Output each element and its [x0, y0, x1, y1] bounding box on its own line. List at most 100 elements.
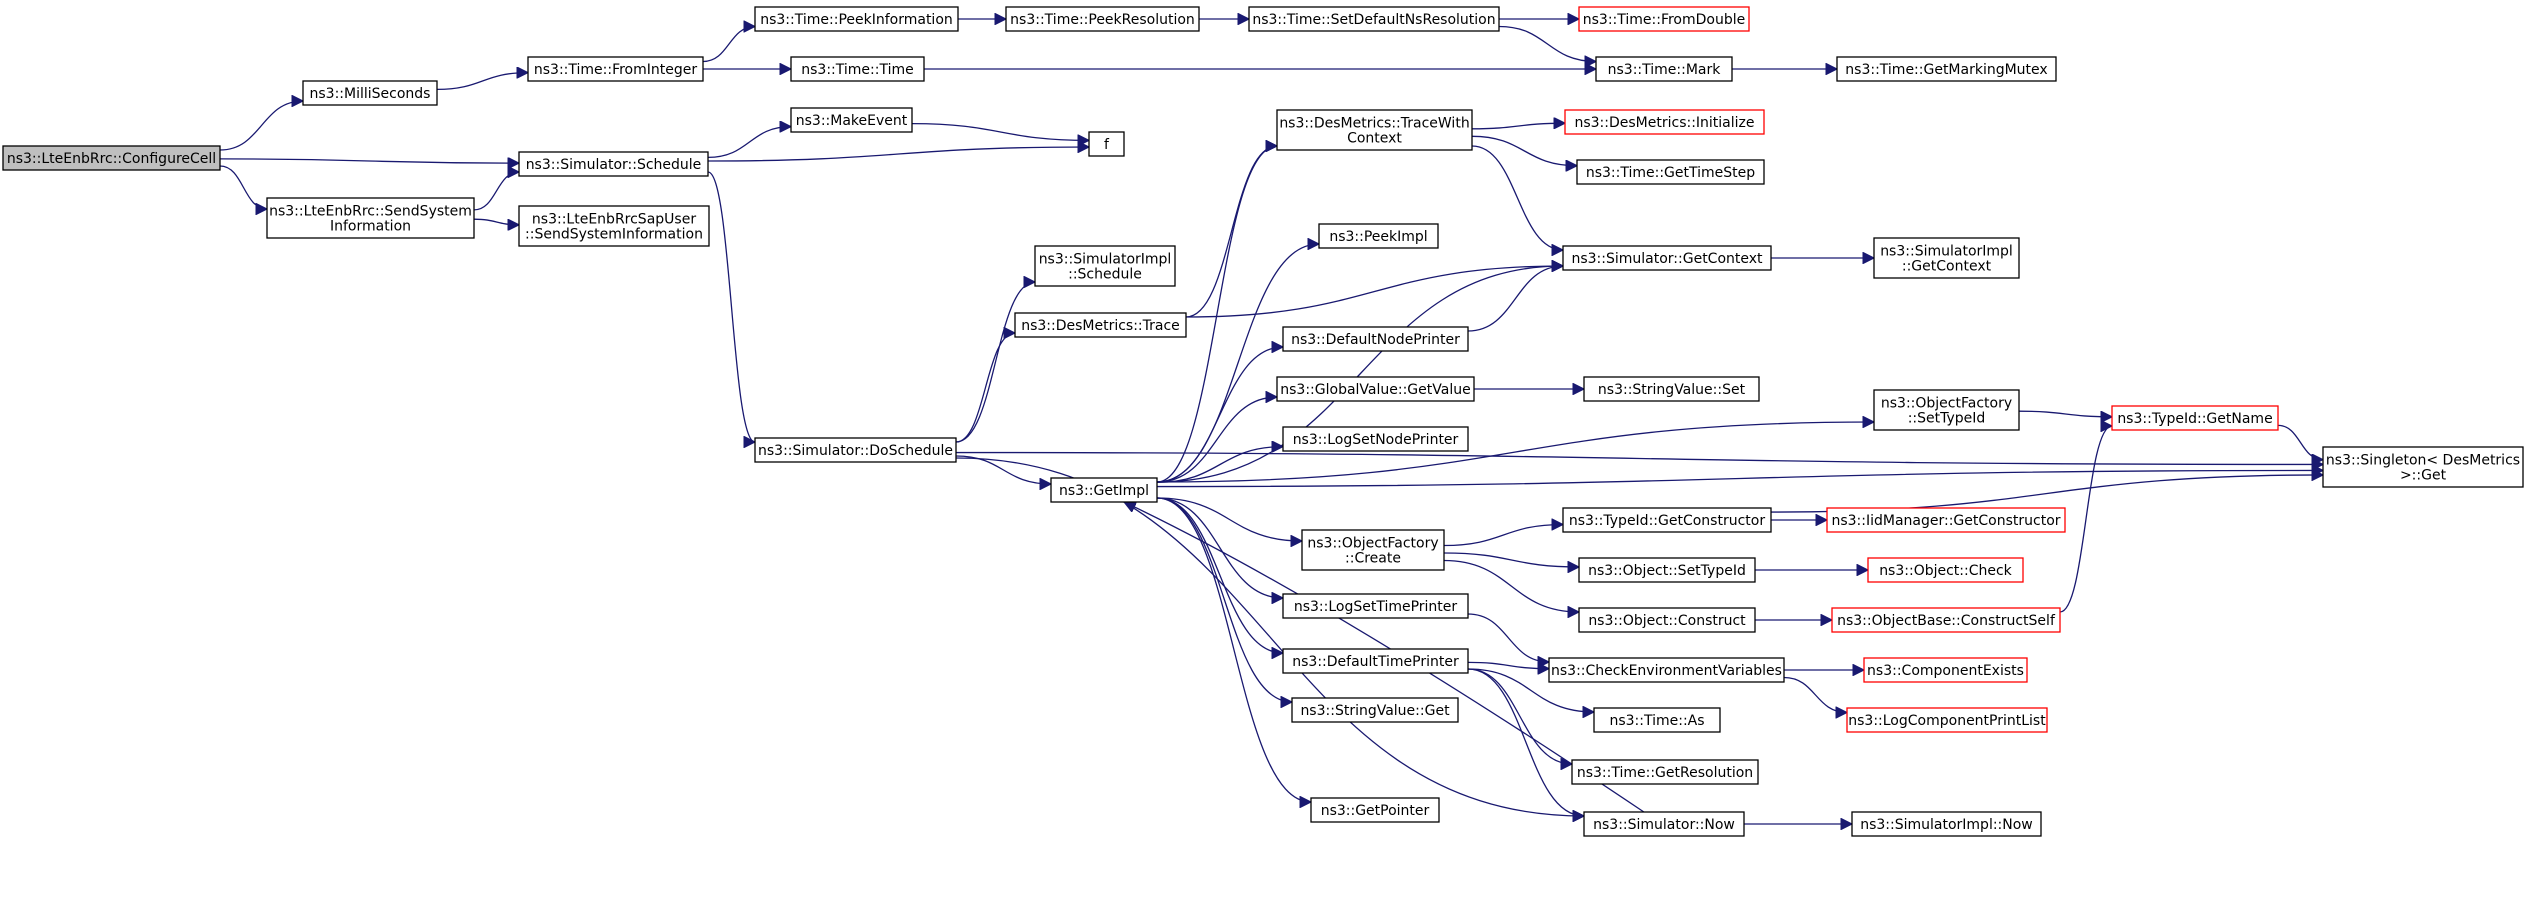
node-label: ns3::LteEnbRrcSapUser	[532, 212, 696, 228]
node-ns3-desmetrics-initialize[interactable]: ns3::DesMetrics::Initialize	[1564, 109, 1765, 135]
edge-ns3-simulator-schedule-to-f	[707, 147, 1089, 162]
edge-ns3-logsettimeprinter-to-ns3-checkenvironmentvariables	[1467, 613, 1549, 662]
node-ns3-objectbase-constructself[interactable]: ns3::ObjectBase::ConstructSelf	[1831, 607, 2061, 633]
node-label: ns3::DefaultTimePrinter	[1292, 654, 1459, 670]
node-box	[1310, 797, 1440, 823]
node-label: ns3::Object::Construct	[1588, 613, 1746, 629]
node-ns3-getpointer[interactable]: ns3::GetPointer	[1310, 797, 1440, 823]
node-ns3-object-construct[interactable]: ns3::Object::Construct	[1578, 607, 1756, 633]
node-box	[790, 56, 925, 82]
node-ns3-simulator-doschedule[interactable]: ns3::Simulator::DoSchedule	[754, 437, 957, 463]
edge-ns3-makeevent-to-f	[911, 122, 1089, 141]
node-label: ns3::SimulatorImpl::Now	[1860, 817, 2033, 833]
node-label: ns3::ObjectBase::ConstructSelf	[1837, 613, 2056, 629]
node-ns3-stringvalue-get[interactable]: ns3::StringValue::Get	[1291, 697, 1459, 723]
edge-ns3-typeid-getname-to-ns3-singleton-desmetrics-get	[2277, 424, 2324, 459]
node-ns3-lteenbrrcsapuser-sendsysteminformation[interactable]: ns3::LteEnbRrcSapUser::SendSystemInforma…	[518, 205, 710, 247]
node-ns3-getimpl[interactable]: ns3::GetImpl	[1050, 477, 1158, 503]
node-ns3-peekimpl[interactable]: ns3::PeekImpl	[1318, 223, 1439, 249]
edge-ns3-objectfactory-settypeid-to-ns3-typeid-getname	[2018, 410, 2112, 417]
node-label: f	[1104, 137, 1110, 153]
node-label: ::GetContext	[1902, 259, 1992, 275]
node-label: ns3::Time::SetDefaultNsResolution	[1252, 12, 1495, 28]
node-ns3-defaultnodeprinter[interactable]: ns3::DefaultNodePrinter	[1282, 326, 1469, 352]
node-ns3-objectfactory-settypeid[interactable]: ns3::ObjectFactory::SetTypeId	[1873, 389, 2020, 431]
node-label: ns3::SimulatorImpl	[1039, 252, 1172, 268]
node-box	[1571, 759, 1759, 785]
edge-ns3-simulator-now-to-ns3-getimpl	[1124, 502, 1645, 813]
node-ns3-checkenvironmentvariables[interactable]: ns3::CheckEnvironmentVariables	[1548, 657, 1785, 683]
edge-ns3-defaulttimeprinter-to-ns3-time-getresolution	[1467, 668, 1572, 764]
node-ns3-time-peekresolution[interactable]: ns3::Time::PeekResolution	[1005, 6, 1200, 32]
node-ns3-time-setdefaultnsresolution[interactable]: ns3::Time::SetDefaultNsResolution	[1248, 6, 1500, 32]
node-ns3-stringvalue-set[interactable]: ns3::StringValue::Set	[1583, 376, 1760, 402]
node-label: ns3::MakeEvent	[796, 113, 908, 129]
node-label: ::SendSystemInformation	[525, 227, 703, 243]
node-ns3-time-gettimestep[interactable]: ns3::Time::GetTimeStep	[1576, 159, 1765, 185]
node-ns3-simulatorimpl-schedule[interactable]: ns3::SimulatorImpl::Schedule	[1034, 245, 1176, 287]
node-ns3-lteenbrrc-configurecell[interactable]: ns3::LteEnbRrc::ConfigureCell	[2, 145, 221, 171]
edge-ns3-defaultnodeprinter-to-ns3-simulator-getcontext	[1467, 266, 1563, 332]
node-label: ns3::GetPointer	[1321, 803, 1430, 819]
edge-ns3-milliseconds-to-ns3-time-frominteger	[436, 73, 528, 91]
node-box	[1088, 131, 1125, 157]
node-label: ::Create	[1345, 551, 1401, 567]
node-label: ns3::DesMetrics::TraceWith	[1279, 116, 1469, 132]
node-ns3-milliseconds[interactable]: ns3::MilliSeconds	[302, 80, 438, 106]
node-box	[1276, 109, 1473, 151]
node-ns3-simulator-schedule[interactable]: ns3::Simulator::Schedule	[518, 151, 709, 177]
node-ns3-defaulttimeprinter[interactable]: ns3::DefaultTimePrinter	[1282, 648, 1469, 674]
node-ns3-componentexists[interactable]: ns3::ComponentExists	[1863, 657, 2028, 683]
node-ns3-lteenbrrc-sendsystem-information[interactable]: ns3::LteEnbRrc::SendSystemInformation	[266, 197, 475, 239]
node-label: ns3::Time::FromInteger	[534, 62, 697, 78]
node-ns3-time-time[interactable]: ns3::Time::Time	[790, 56, 925, 82]
node-label: ns3::Time::Time	[801, 62, 913, 78]
node-ns3-iidmanager-getconstructor[interactable]: ns3::IidManager::GetConstructor	[1826, 507, 2066, 533]
edge-ns3-getimpl-to-ns3-logsettimeprinter	[1156, 497, 1283, 598]
node-ns3-simulatorimpl-now[interactable]: ns3::SimulatorImpl::Now	[1851, 811, 2042, 837]
node-ns3-time-getresolution[interactable]: ns3::Time::GetResolution	[1571, 759, 1759, 785]
node-box	[1578, 607, 1756, 633]
edge-ns3-getimpl-to-ns3-defaulttimeprinter	[1156, 497, 1283, 653]
node-ns3-typeid-getconstructor[interactable]: ns3::TypeId::GetConstructor	[1562, 507, 1772, 533]
node-ns3-simulatorimpl-getcontext[interactable]: ns3::SimulatorImpl::GetContext	[1873, 237, 2020, 279]
node-label: ns3::ObjectFactory	[1307, 536, 1438, 552]
edge-ns3-simulator-schedule-to-ns3-simulator-doschedule	[707, 171, 756, 442]
node-label: ns3::Time::Mark	[1608, 62, 1722, 78]
node-ns3-objectfactory-create[interactable]: ns3::ObjectFactory::Create	[1301, 529, 1445, 571]
node-box	[1583, 811, 1745, 837]
edge-ns3-objectbase-constructself-to-ns3-typeid-getname	[2059, 426, 2113, 613]
node-box	[1564, 109, 1765, 135]
node-label: ns3::Simulator::GetContext	[1571, 251, 1763, 267]
node-ns3-time-getmarkingmutex[interactable]: ns3::Time::GetMarkingMutex	[1836, 56, 2057, 82]
node-label: ::Schedule	[1068, 267, 1142, 283]
node-ns3-time-peekinformation[interactable]: ns3::Time::PeekInformation	[754, 6, 959, 32]
node-ns3-logcomponentprintlist[interactable]: ns3::LogComponentPrintList	[1846, 707, 2048, 733]
nodes-layer: ns3::LteEnbRrc::ConfigureCell ns3::MilliS…	[2, 6, 2524, 837]
node-ns3-singleton-desmetrics-get[interactable]: ns3::Singleton< DesMetrics >::Get	[2322, 446, 2524, 488]
node-ns3-makeevent[interactable]: ns3::MakeEvent	[790, 107, 913, 133]
node-label: ns3::DesMetrics::Trace	[1021, 318, 1180, 334]
node-ns3-logsettimeprinter[interactable]: ns3::LogSetTimePrinter	[1282, 593, 1469, 619]
node-ns3-simulator-getcontext[interactable]: ns3::Simulator::GetContext	[1562, 245, 1772, 271]
node-box	[1562, 245, 1772, 271]
node-f[interactable]: f	[1088, 131, 1125, 157]
node-label: ns3::StringValue::Set	[1598, 382, 1746, 398]
node-ns3-time-fromdouble[interactable]: ns3::Time::FromDouble	[1578, 6, 1750, 32]
node-ns3-time-as[interactable]: ns3::Time::As	[1593, 707, 1721, 733]
node-ns3-simulator-now[interactable]: ns3::Simulator::Now	[1583, 811, 1745, 837]
node-label: ::SetTypeId	[1908, 411, 1986, 427]
node-ns3-logsetnodeprinter[interactable]: ns3::LogSetNodePrinter	[1282, 426, 1469, 452]
node-ns3-time-mark[interactable]: ns3::Time::Mark	[1595, 56, 1733, 82]
node-ns3-object-check[interactable]: ns3::Object::Check	[1867, 557, 2024, 583]
edge-ns3-desmetrics-tracewith-context-to-ns3-time-gettimestep	[1471, 135, 1577, 165]
node-ns3-globalvalue-getvalue[interactable]: ns3::GlobalValue::GetValue	[1276, 376, 1475, 402]
node-ns3-object-settypeid[interactable]: ns3::Object::SetTypeId	[1578, 557, 1756, 583]
node-ns3-typeid-getname[interactable]: ns3::TypeId::GetName	[2111, 405, 2279, 431]
node-box	[1826, 507, 2066, 533]
node-label: ns3::CheckEnvironmentVariables	[1551, 663, 1782, 679]
node-ns3-desmetrics-trace[interactable]: ns3::DesMetrics::Trace	[1014, 312, 1187, 338]
node-label: ns3::Singleton< DesMetrics	[2326, 453, 2520, 469]
node-ns3-time-frominteger[interactable]: ns3::Time::FromInteger	[527, 56, 704, 82]
